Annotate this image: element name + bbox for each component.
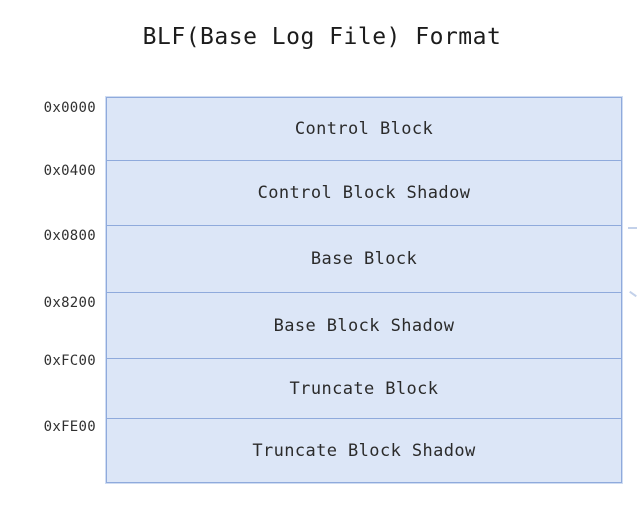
block-layout-table: Control Block Control Block Shadow Base … [106,97,622,483]
offset-label-0: 0x0000 [43,100,96,116]
block-label-base-block-shadow: Base Block Shadow [273,315,455,336]
block-label-base-block: Base Block [310,249,418,269]
edge-artifact-tick [629,290,637,298]
block-row-control-block: Control Block [107,98,621,160]
offset-label-1: 0x0400 [43,163,96,179]
block-row-control-block-shadow: Control Block Shadow [107,160,621,225]
block-row-base-block: Base Block [107,225,621,292]
block-label-truncate-block: Truncate Block [289,378,439,399]
block-label-truncate-block-shadow: Truncate Block Shadow [252,440,476,461]
page-title: BLF(Base Log File) Format [142,24,502,50]
block-label-control-block: Control Block [294,119,434,139]
block-label-control-block-shadow: Control Block Shadow [257,183,471,203]
block-row-truncate-block: Truncate Block [107,358,621,418]
block-row-truncate-block-shadow: Truncate Block Shadow [107,418,621,482]
offset-label-2: 0x0800 [43,228,96,244]
offset-label-4: 0xFC00 [43,353,96,369]
block-row-base-block-shadow: Base Block Shadow [107,292,621,358]
offset-label-3: 0x8200 [43,295,96,311]
edge-artifact-dash [628,227,637,229]
offset-label-5: 0xFE00 [43,419,96,435]
